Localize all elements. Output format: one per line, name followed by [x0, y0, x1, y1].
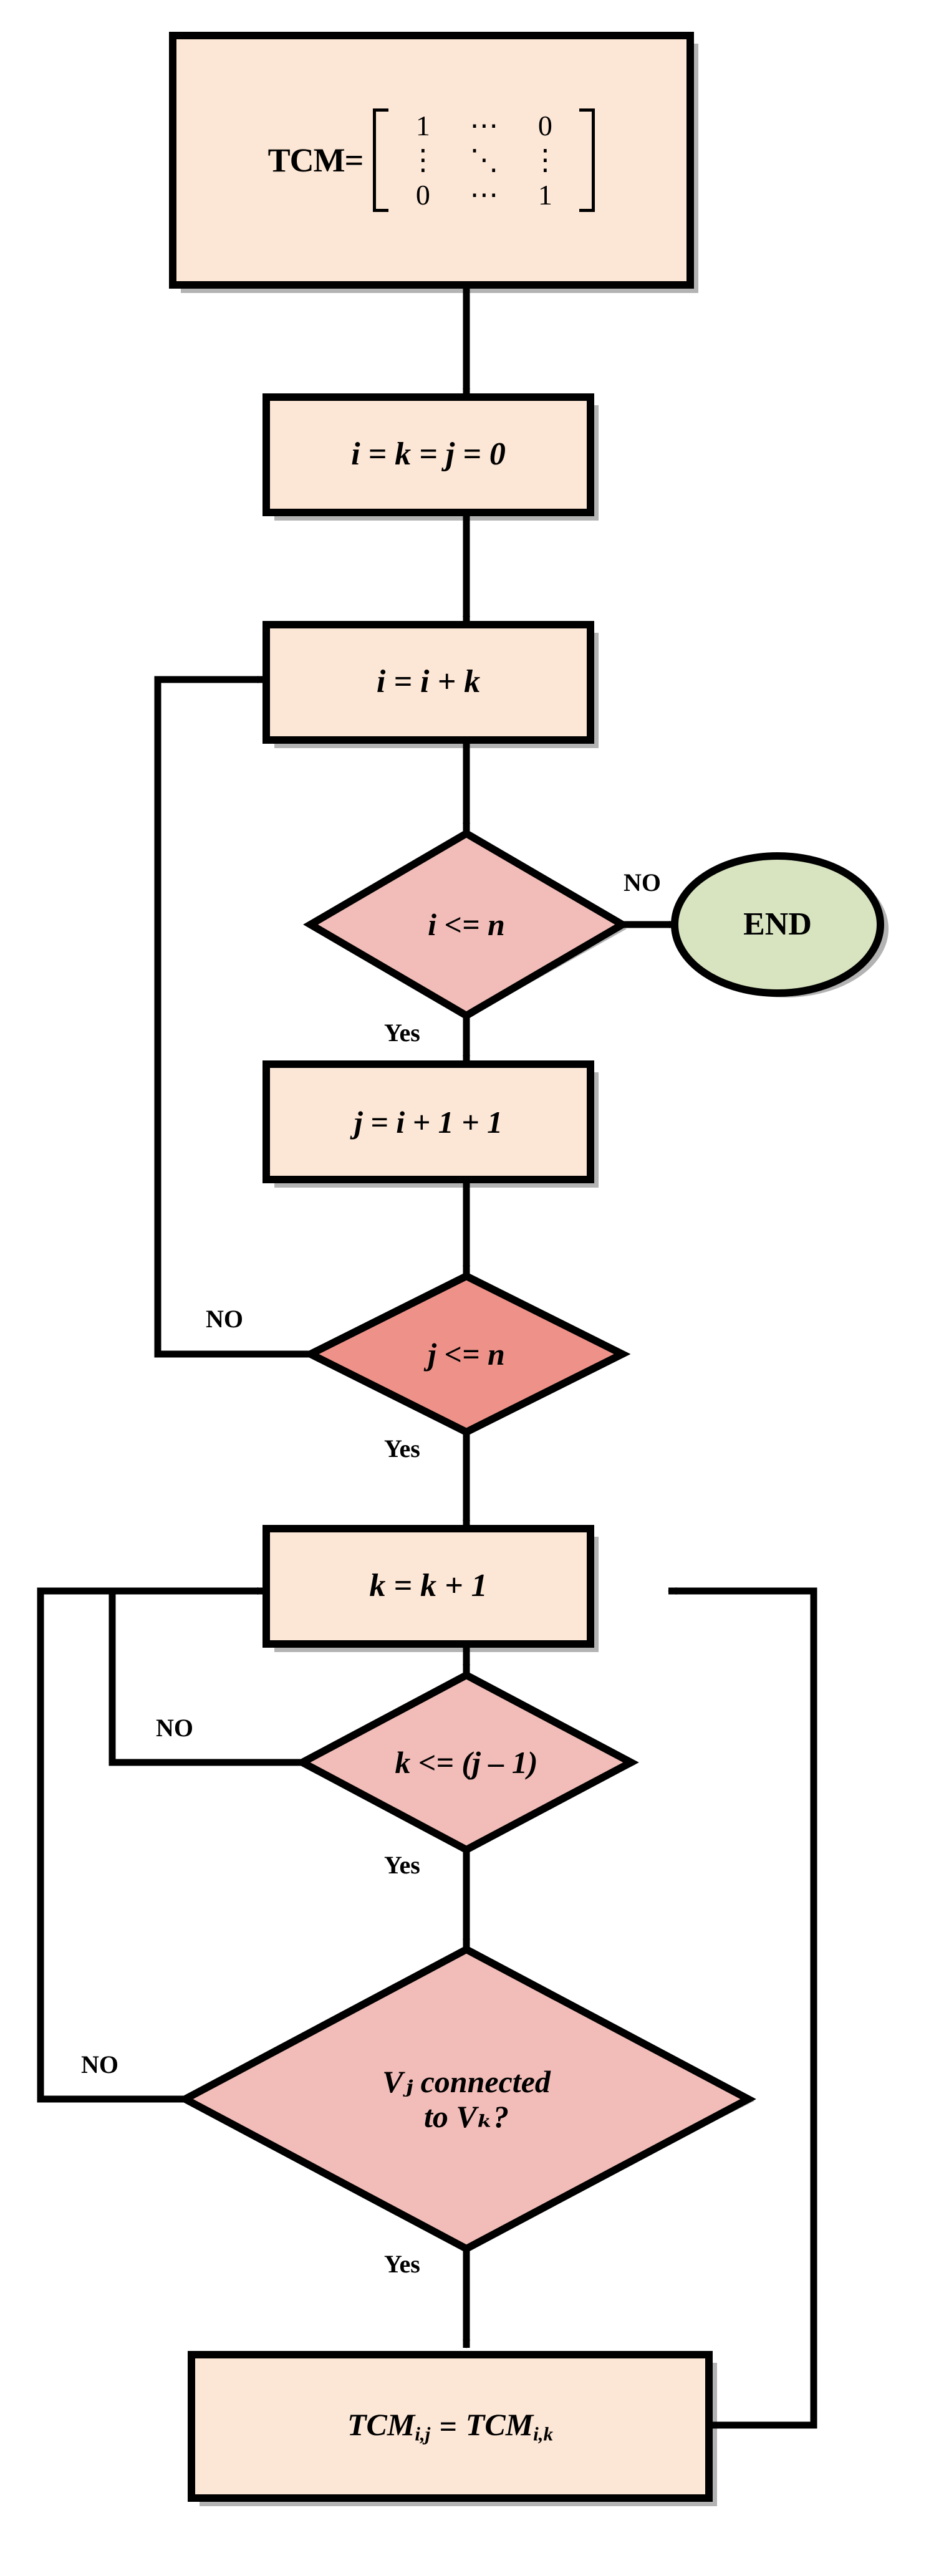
node-check-i: [303, 829, 630, 1020]
node-assign-tcm: [188, 2351, 713, 2502]
node-incr-i: [263, 621, 594, 744]
node-set-j: [263, 1060, 594, 1183]
node-end: [671, 852, 884, 997]
flow-connectors: [37, 287, 817, 2429]
node-init-vars: [263, 393, 594, 516]
node-tcm-init: [169, 32, 694, 289]
edge-conn-no-loop: [37, 1587, 266, 2103]
node-check-j: [302, 1272, 631, 1436]
node-check-k: [294, 1671, 639, 1854]
node-shapes: [169, 32, 884, 2502]
node-incr-k: [263, 1525, 594, 1648]
edge-assign-to-incrk-loop: [668, 1587, 817, 2429]
node-check-conn: [177, 1945, 756, 2253]
edge-checkj-no-loop: [154, 676, 311, 1358]
